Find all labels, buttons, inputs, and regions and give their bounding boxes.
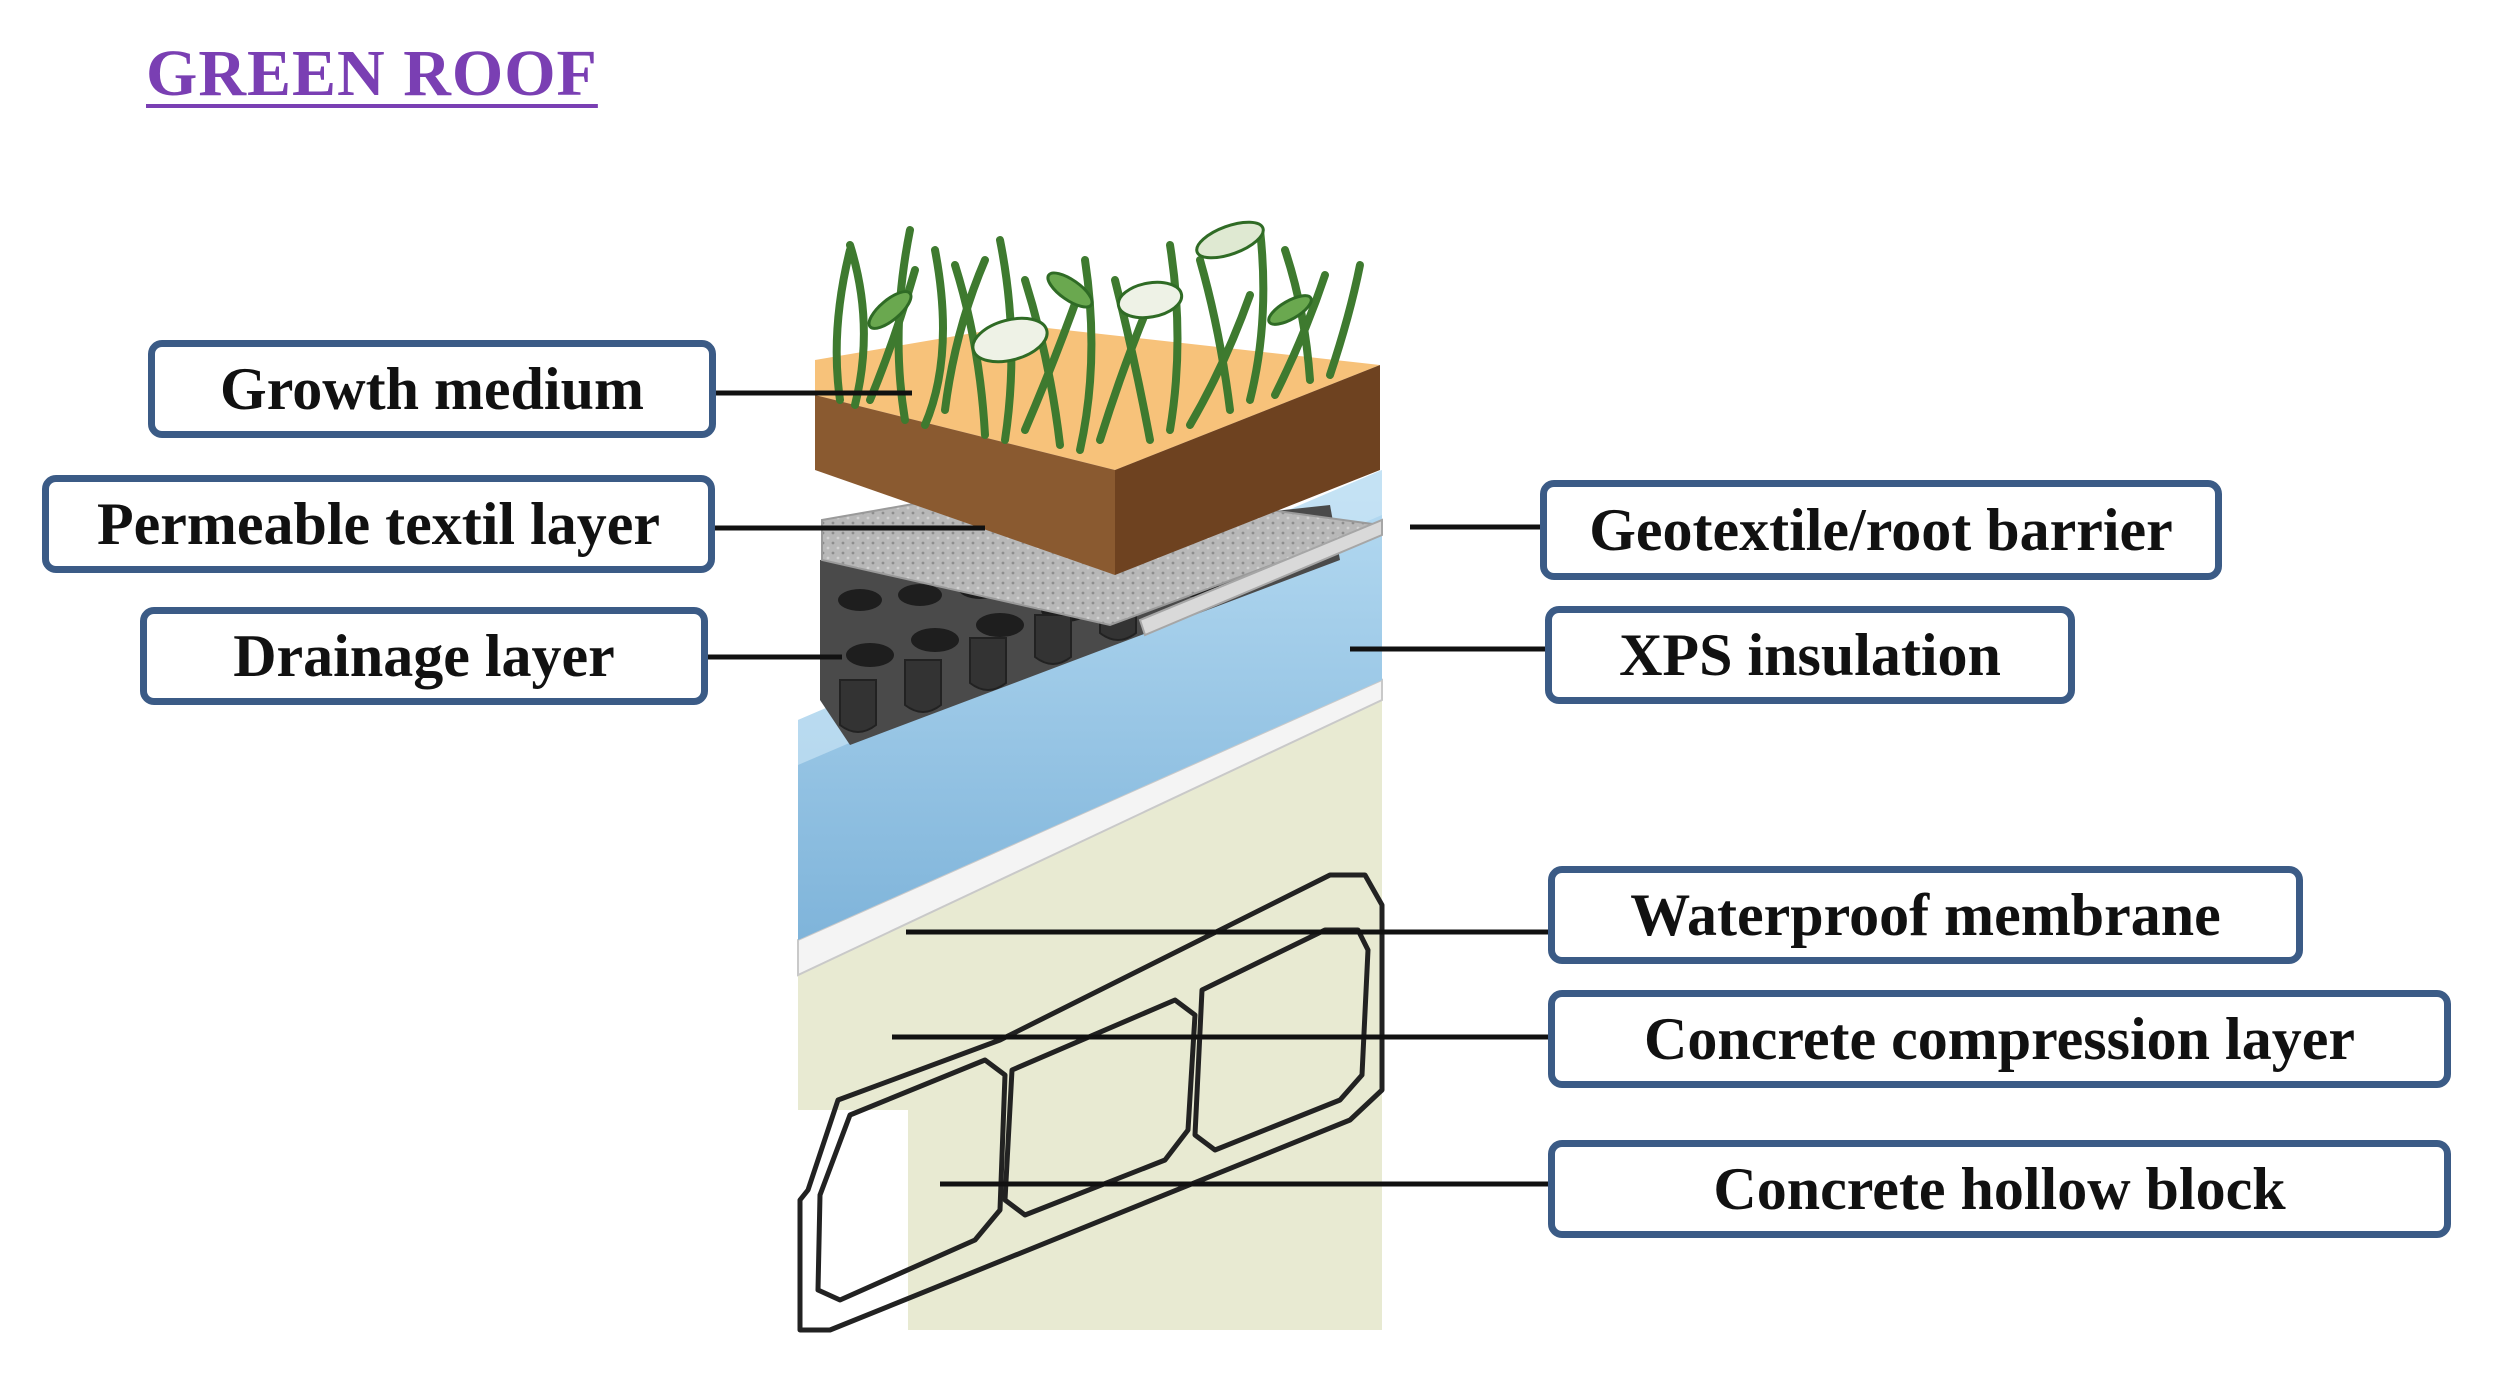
concrete-compression-layer — [798, 690, 1382, 1330]
lower-white-mask — [798, 1110, 908, 1340]
page-title: GREEN ROOF — [146, 37, 598, 110]
plant-leaves — [867, 220, 1313, 364]
growth-medium-right-side — [1115, 365, 1380, 575]
concrete-hollow-block — [797, 872, 1385, 1333]
label-concrete-hollow-block: Concrete hollow block — [1548, 1140, 2451, 1238]
label-waterproof-membrane: Waterproof membrane — [1548, 866, 2303, 964]
label-drainage-layer: Drainage layer — [140, 607, 708, 705]
growth-medium-left-side — [815, 395, 1115, 575]
label-xps-insulation: XPS insulation — [1545, 606, 2075, 704]
label-permeable-textile: Permeable textil layer — [42, 475, 715, 573]
label-growth-medium: Growth medium — [148, 340, 716, 438]
leader-lines — [708, 390, 1552, 1187]
label-concrete-compression-layer: Concrete compression layer — [1548, 990, 2451, 1088]
geotextile-root-barrier — [1138, 518, 1383, 637]
label-geotextile-root-barrier: Geotextile/root barrier — [1540, 480, 2222, 580]
waterproof-membrane — [797, 678, 1383, 977]
